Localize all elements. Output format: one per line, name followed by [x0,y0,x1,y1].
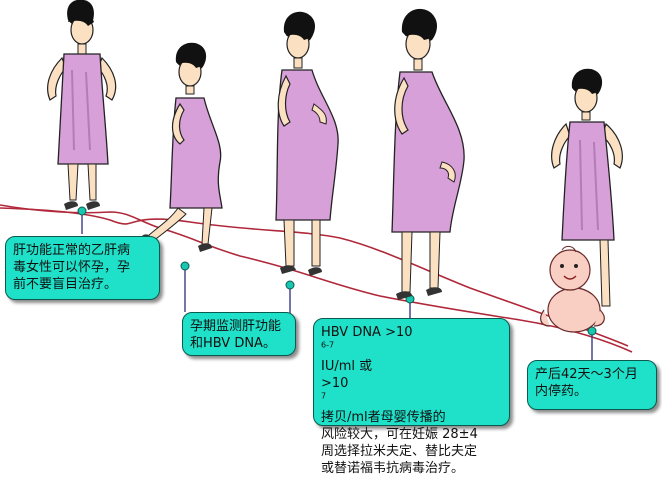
antiviral-line1-prefix: HBV DNA >10 [321,325,413,340]
callout-antiviral-line5: 或替诺福韦抗病毒治疗。 [321,461,465,476]
pregnancy-timeline-diagram [0,0,633,362]
baby-icon [540,245,605,333]
callout-monitoring-line1: 孕期监测肝功能 [190,319,282,334]
antiviral-line2-prefix: >10 [321,376,349,391]
callout-postpartum-line1: 产后42天～3个月 [535,367,638,382]
timeline-marker-icon [285,280,295,290]
antiviral-line2-sup: 7 [321,391,327,401]
timeline-marker-icon [180,261,190,271]
pregnant-woman-figure-icon [275,11,339,276]
callout-antiviral-line4: 周选择拉米夫定、替比夫定 [321,444,478,459]
timeline-marker-icon [587,326,597,336]
callout-pre-pregnancy-line2: 毒女性可以怀孕，孕 [13,260,131,275]
timeline-line-lower [0,204,633,353]
callout-pre-pregnancy-line1: 肝功能正常的乙肝病 [13,243,131,258]
antiviral-line1-sup: 6-7 [321,340,335,350]
woman-figure-icon [47,0,117,210]
pregnant-woman-figure-icon [391,8,465,300]
pregnant-woman-figure-icon [140,42,223,252]
antiviral-line1-suffix: IU/ml 或 [321,359,373,374]
woman-figure-icon [551,68,623,307]
timeline-marker-icon [77,206,87,216]
callout-postpartum: 产后42天～3个月 内停药。 [527,360,657,410]
antiviral-line2-suffix: 拷贝/ml者母婴传播的 [321,410,446,425]
callout-monitoring-line2: 和HBV DNA。 [190,336,276,351]
callout-antiviral-line3: 风险较大，可在妊娠 28±4 [321,427,478,442]
callout-pre-pregnancy-line3: 前不要盲目治疗。 [13,277,118,292]
callout-pregnancy-monitoring: 孕期监测肝功能 和HBV DNA。 [182,312,296,356]
callout-pre-pregnancy: 肝功能正常的乙肝病 毒女性可以怀孕，孕 前不要盲目治疗。 [5,236,160,300]
callout-postpartum-line2: 内停药。 [535,384,588,399]
